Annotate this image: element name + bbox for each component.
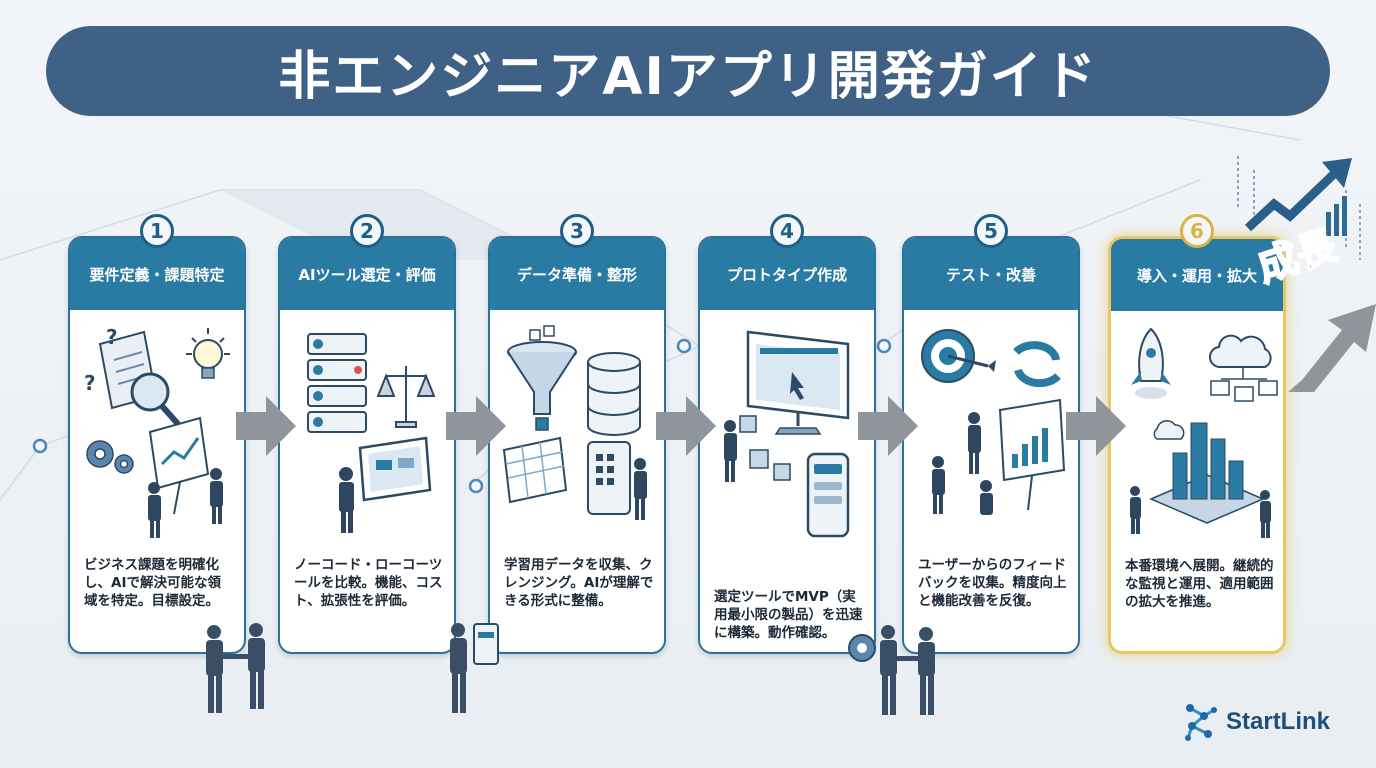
step-heading: 導入・運用・拡大: [1111, 239, 1283, 311]
step-card: 要件定義・課題特定 ? ?: [68, 236, 246, 654]
step-card: プロトタイプ作成: [698, 236, 876, 654]
gear-icon: [86, 440, 134, 474]
document-magnifier-icon: ? ?: [84, 325, 181, 426]
step-description: 本番環境へ展開。継続的な監視と運用、適用範囲の拡大を推進。: [1125, 558, 1274, 610]
rocket-icon: [1131, 327, 1171, 399]
step-card: テスト・改善: [902, 236, 1080, 654]
person-icon: [1130, 486, 1271, 538]
cube-icon: [739, 415, 791, 481]
handshake-people-icon: [206, 623, 265, 713]
monitor-icon: [358, 436, 432, 502]
step-description: ビジネス課題を明確化し、AIで解決可能な領域を特定。目標設定。: [84, 557, 221, 609]
step-number-badge: 1: [140, 214, 174, 248]
desktop-monitor-icon: [746, 330, 850, 435]
refresh-cycle-icon: [1013, 341, 1061, 388]
funnel-icon: [507, 325, 577, 431]
flow-arrow-right-icon: [236, 396, 296, 456]
city-buildings-icon: [1149, 420, 1265, 524]
balance-scale-icon: [376, 366, 436, 428]
flow-arrow-right-icon: [656, 396, 716, 456]
step-heading: 要件定義・課題特定: [70, 238, 244, 310]
gear-handshake-people-icon: [848, 625, 935, 715]
tool-selection-illustration: [307, 333, 436, 533]
brand-name: StartLink: [1226, 708, 1331, 735]
step-description: 学習用データを収集、クレンジング。AIが理解できる形式に整備。: [504, 557, 654, 609]
svg-text:?: ?: [106, 325, 118, 349]
step-description: ユーザーからのフィードバックを収集。精度向上と機能改善を反復。: [918, 557, 1067, 609]
step-description: ノーコード・ローコーツールを比較。機能、コスト、拡張性を評価。: [294, 557, 443, 609]
growth-chart-icon: [1237, 156, 1361, 260]
step-heading: テスト・改善: [904, 238, 1078, 310]
network-node: [468, 478, 484, 494]
person-icon: [932, 412, 993, 515]
person-icon: [339, 467, 354, 533]
step-number-badge: 6: [1180, 214, 1214, 248]
flow-arrow-right-icon: [446, 396, 506, 456]
presentation-board-icon: [148, 416, 210, 515]
page-title: 非エンジニアAIアプリ開発ガイド: [278, 46, 1098, 107]
requirements-illustration: ? ?: [84, 325, 230, 538]
svg-text:?: ?: [84, 371, 96, 395]
step-card: 導入・運用・拡大: [1108, 236, 1286, 654]
step-number-badge: 5: [974, 214, 1008, 248]
step-heading: プロトタイプ作成: [700, 238, 874, 310]
smartphone-icon: [806, 452, 850, 538]
prototype-illustration: [724, 330, 850, 538]
cloud-network-icon: [1209, 334, 1278, 402]
person-icon: [634, 458, 647, 520]
network-node: [32, 438, 48, 454]
step-heading: データ準備・整形: [490, 238, 664, 310]
continuation-arrow: [1288, 304, 1376, 392]
step-description: 選定ツールでMVP（実用最小限の製品）を迅速に構築。動作確認。: [714, 589, 863, 641]
person-with-tablet-icon: [450, 623, 499, 713]
data-preparation-illustration: [502, 325, 647, 520]
tool-list-icon: [307, 333, 367, 433]
step-number-badge: 4: [770, 214, 804, 248]
title-banner: 非エンジニアAIアプリ開発ガイド: [46, 26, 1330, 116]
spreadsheet-icon: [502, 436, 568, 504]
startlink-logo-icon: [1185, 704, 1217, 741]
person-icon: [148, 468, 223, 538]
flow-arrow-right-icon: [1066, 396, 1126, 456]
deploy-scale-illustration: [1130, 327, 1278, 538]
network-node: [876, 338, 892, 354]
target-icon: [921, 329, 996, 383]
database-icon: [587, 352, 641, 436]
step-heading: AIツール選定・評価: [280, 238, 454, 310]
step-number-badge: 2: [350, 214, 384, 248]
step-number-badge: 3: [560, 214, 594, 248]
flow-arrow-right-icon: [858, 396, 918, 456]
step-card: データ準備・整形: [488, 236, 666, 654]
test-improve-illustration: [921, 329, 1066, 515]
network-node: [676, 338, 692, 354]
step-card: AIツール選定・評価: [278, 236, 456, 654]
brand-logo: StartLink: [1182, 702, 1330, 742]
lightbulb-icon: [186, 328, 230, 379]
person-icon: [724, 420, 737, 482]
chart-board-icon: [998, 398, 1066, 511]
tablet-icon: [587, 441, 631, 515]
